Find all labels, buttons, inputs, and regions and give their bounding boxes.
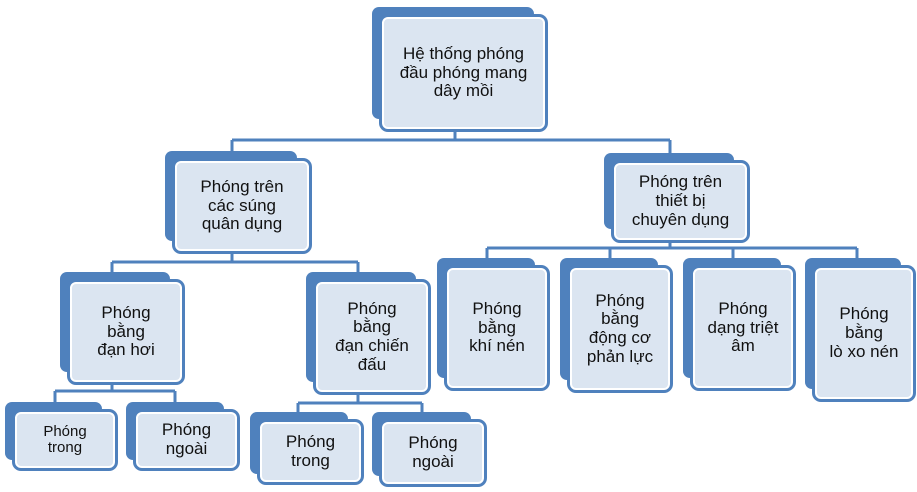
node-spring: Phóng bằng lò xo nén (805, 258, 915, 401)
node-compressed-air-label: Phóng bằng khí nén (469, 298, 525, 356)
node-combat-inner-label: Phóng trong (285, 432, 336, 470)
node-jet-engine: Phóng bằng động cơ phản lực (560, 258, 672, 392)
node-compressed-air: Phóng bằng khí nén (437, 258, 549, 390)
node-left-label: Phóng trên các súng quân dụng (200, 176, 284, 234)
node-combat-round-label: Phóng bằng đạn chiến đấu (335, 298, 409, 374)
node-root: Hệ thống phóng đầu phóng mang dây mồi (372, 7, 548, 132)
node-air-gun: Phóng bằng đạn hơi (60, 272, 184, 384)
node-air-outer-label: Phóng ngoài (161, 420, 212, 458)
node-combat-outer-label: Phóng ngoài (408, 433, 458, 471)
node-air-outer: Phóng ngoài (126, 402, 238, 470)
node-combat-outer: Phóng ngoài (372, 412, 485, 486)
node-recoilless: Phóng dạng triệt âm (683, 258, 795, 390)
node-left: Phóng trên các súng quân dụng (165, 151, 311, 253)
node-combat-round: Phóng bằng đạn chiến đấu (306, 272, 430, 394)
node-recoilless-label: Phóng dạng triệt âm (707, 298, 779, 356)
node-air-inner-label: Phóng trong (43, 422, 87, 456)
node-right-label: Phóng trên thiết bị chuyên dụng (631, 172, 730, 229)
node-root-label: Hệ thống phóng đầu phóng mang dây mồi (399, 43, 528, 101)
node-spring-label: Phóng bằng lò xo nén (829, 304, 899, 361)
node-right: Phóng trên thiết bị chuyên dụng (604, 153, 748, 241)
node-jet-engine-label: Phóng bằng động cơ phản lực (586, 290, 654, 366)
node-combat-inner: Phóng trong (250, 412, 362, 484)
node-air-inner: Phóng trong (5, 402, 116, 470)
node-air-gun-label: Phóng bằng đạn hơi (97, 302, 155, 360)
